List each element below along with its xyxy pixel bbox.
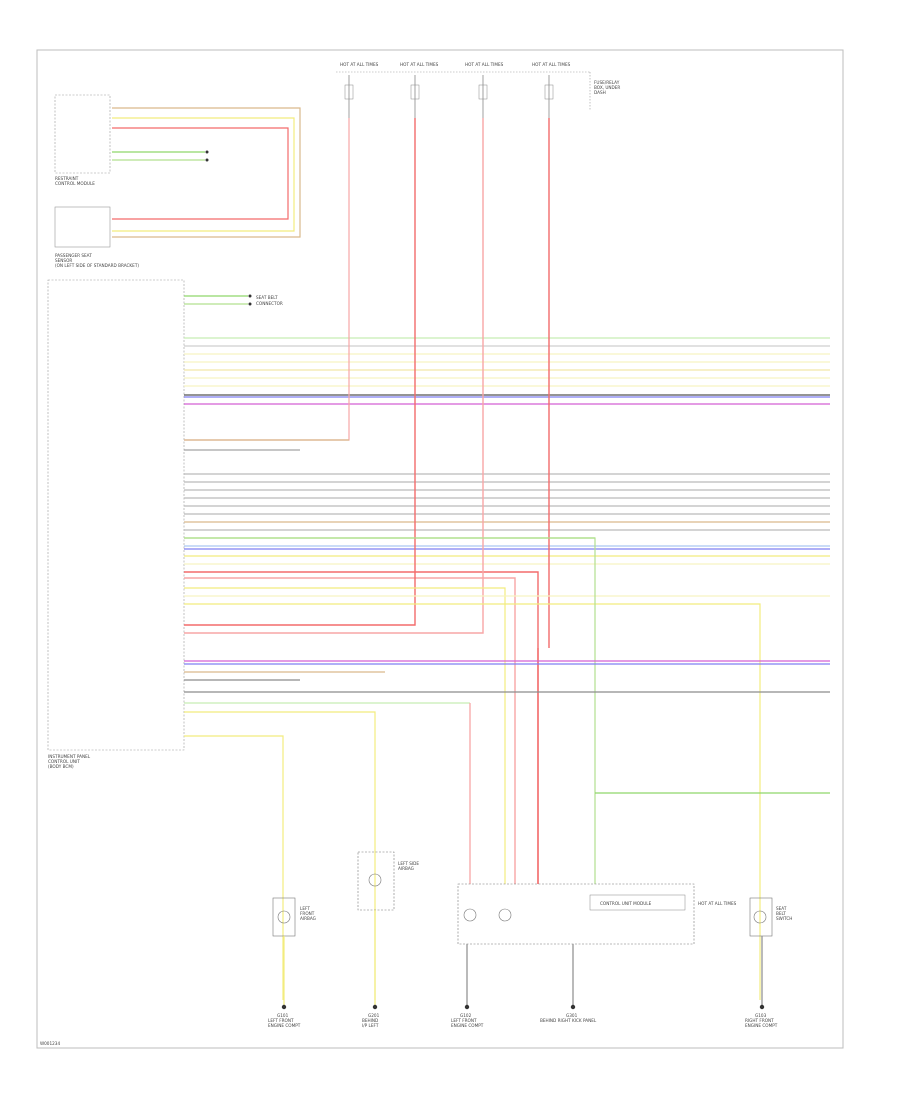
passenger-seat-sensor: PASSENGER SEAT SENSOR (ON LEFT SIDE OF S…: [54, 206, 139, 268]
svg-text:G103: G103: [755, 1013, 767, 1018]
svg-text:BEHIND: BEHIND: [362, 1018, 378, 1023]
svg-text:CONTROL UNIT MODULE: CONTROL UNIT MODULE: [600, 901, 652, 906]
seat-belt-switch: SEAT BELT SWITCH: [749, 897, 792, 937]
fuse-block-group: HOT AT ALL TIMES HOT AT ALL TIMES HOT AT…: [336, 62, 620, 118]
svg-text:RIGHT FRONT: RIGHT FRONT: [745, 1018, 774, 1023]
fuse-block-1: HOT AT ALL TIMES: [340, 62, 379, 118]
purple-gray-wires: [184, 660, 830, 884]
svg-text:AIRBAG: AIRBAG: [300, 916, 316, 921]
top-green-wires: [112, 150, 209, 162]
svg-text:LEFT FRONT: LEFT FRONT: [268, 1018, 294, 1023]
svg-text:G301: G301: [566, 1013, 578, 1018]
svg-text:G201: G201: [368, 1013, 380, 1018]
svg-text:HOT AT ALL TIMES: HOT AT ALL TIMES: [532, 62, 571, 67]
page-frame: [36, 49, 844, 1049]
svg-text:SEAT BELT: SEAT BELT: [256, 295, 278, 300]
svg-text:HOT AT ALL TIMES: HOT AT ALL TIMES: [400, 62, 439, 67]
svg-text:ENGINE COMPT: ENGINE COMPT: [451, 1023, 484, 1028]
tan-riser: [184, 118, 350, 441]
ground-G103: G103 RIGHT FRONT ENGINE COMPT: [745, 1004, 778, 1028]
svg-text:ENGINE COMPT: ENGINE COMPT: [268, 1023, 301, 1028]
left-front-airbag: LEFT FRONT AIRBAG: [272, 897, 316, 937]
svg-text:SWITCH: SWITCH: [776, 916, 792, 921]
svg-text:ENGINE COMPT: ENGINE COMPT: [745, 1023, 778, 1028]
svg-text:HOT AT ALL TIMES: HOT AT ALL TIMES: [465, 62, 504, 67]
fuse-block-3: HOT AT ALL TIMES: [465, 62, 504, 118]
ground-G102: G102 LEFT FRONT ENGINE COMPT: [451, 1004, 484, 1028]
svg-text:HOT AT ALL TIMES: HOT AT ALL TIMES: [340, 62, 379, 67]
bus-wires-1: [184, 337, 830, 405]
ground-G201: G201 BEHIND I/P LEFT: [362, 1004, 380, 1028]
red-risers: [184, 118, 550, 884]
top-loop-wires: [112, 107, 301, 238]
svg-text:I/P LEFT: I/P LEFT: [362, 1023, 379, 1028]
svg-text:(BODY BCM): (BODY BCM): [48, 764, 74, 769]
svg-text:LEFT SIDE: LEFT SIDE: [398, 861, 419, 866]
svg-text:SEAT: SEAT: [776, 906, 787, 911]
svg-text:INSTRUMENT PANEL: INSTRUMENT PANEL: [48, 754, 91, 759]
bus-wires-2: [184, 473, 830, 565]
svg-text:BELT: BELT: [776, 911, 786, 916]
svg-text:DASH: DASH: [594, 90, 606, 95]
svg-text:CONTROL UNIT: CONTROL UNIT: [48, 759, 80, 764]
footer-code: W001234: [40, 1041, 60, 1046]
yellow-lower-wires: [184, 587, 830, 1000]
control-unit-module: CONTROL UNIT MODULE HOT AT ALL TIMES: [457, 883, 737, 945]
green-pair-2: SEAT BELT CONNECTOR: [184, 294, 283, 306]
svg-text:LEFT FRONT: LEFT FRONT: [451, 1018, 477, 1023]
svg-text:CONNECTOR: CONNECTOR: [256, 301, 283, 306]
svg-text:RESTRAINT: RESTRAINT: [55, 176, 79, 181]
svg-text:LEFT: LEFT: [300, 906, 310, 911]
svg-text:G101: G101: [277, 1013, 289, 1018]
ground-drop-lines: [283, 910, 763, 1005]
svg-text:BEHIND RIGHT KICK PANEL: BEHIND RIGHT KICK PANEL: [540, 1018, 597, 1023]
svg-text:FUSE/RELAY: FUSE/RELAY: [594, 80, 620, 85]
svg-text:HOT AT ALL TIMES: HOT AT ALL TIMES: [698, 901, 737, 906]
ground-G101: G101 LEFT FRONT ENGINE COMPT: [268, 1004, 301, 1028]
green-right-wire: [184, 537, 830, 884]
svg-text:BOX, UNDER: BOX, UNDER: [594, 85, 620, 90]
svg-text:PASSENGER SEAT: PASSENGER SEAT: [55, 253, 92, 258]
svg-text:FRONT: FRONT: [300, 911, 315, 916]
svg-text:CONTROL MODULE: CONTROL MODULE: [55, 181, 95, 186]
ground-G301: G301 BEHIND RIGHT KICK PANEL: [540, 1004, 597, 1023]
svg-text:SENSOR: SENSOR: [55, 258, 72, 263]
left-side-airbag: LEFT SIDE AIRBAG: [357, 851, 419, 911]
svg-text:G102: G102: [460, 1013, 472, 1018]
instrument-panel-control-unit: INSTRUMENT PANEL CONTROL UNIT (BODY BCM): [47, 279, 185, 769]
svg-text:AIRBAG: AIRBAG: [398, 866, 414, 871]
restraint-control-module: RESTRAINT CONTROL MODULE: [54, 94, 111, 186]
svg-text:(ON LEFT SIDE OF STANDARD BRAC: (ON LEFT SIDE OF STANDARD BRACKET): [55, 263, 139, 268]
fuse-block-4: HOT AT ALL TIMES: [532, 62, 571, 118]
fuse-block-2: HOT AT ALL TIMES: [400, 62, 439, 118]
